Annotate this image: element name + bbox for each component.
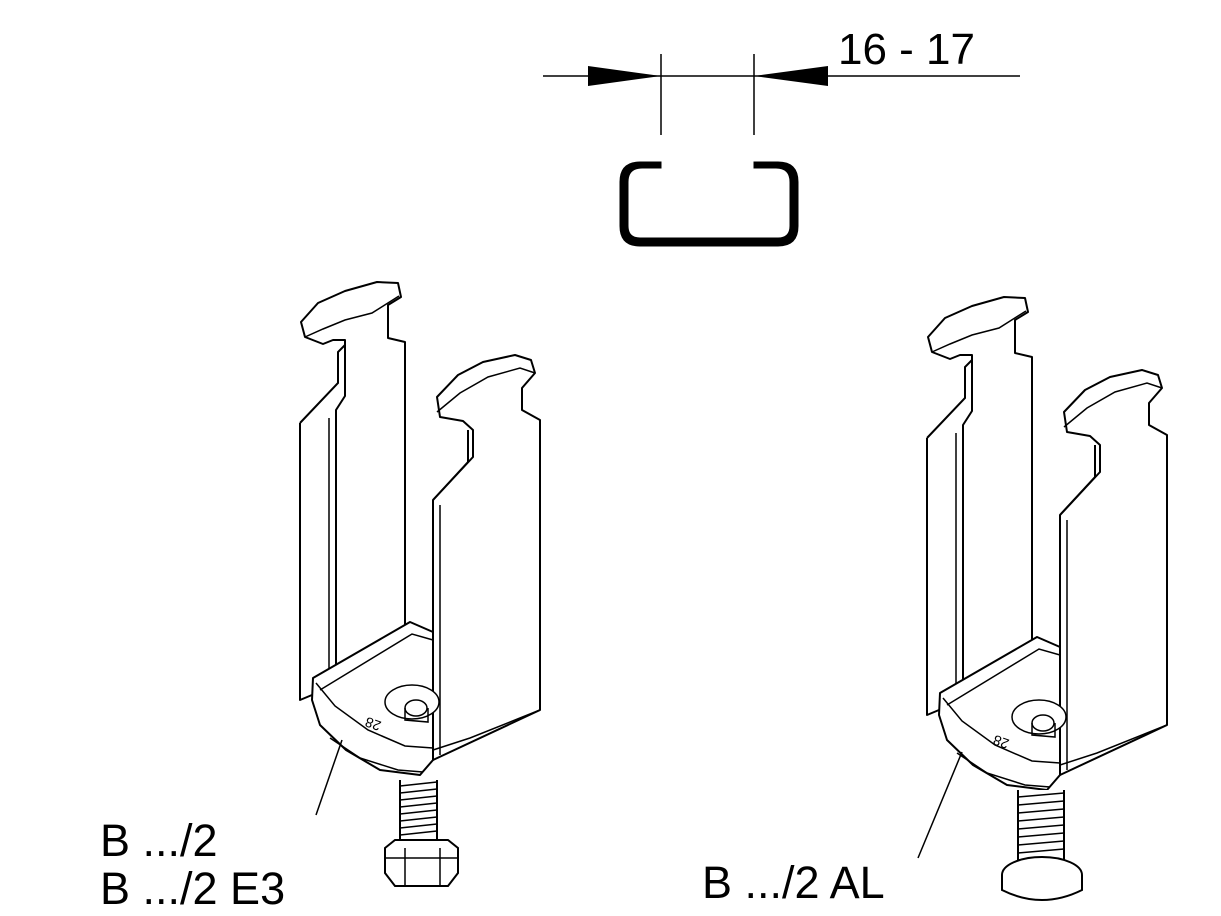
label-right: B .../2 AL [702,857,885,908]
dimension-label: 16 - 17 [838,25,975,74]
dimension-annotation [543,54,1020,135]
c-profile-section [619,161,799,247]
hex-nut [384,839,459,887]
cable-clamp-right [926,296,1168,791]
part-marking-right: 28 [991,732,1011,752]
cable-clamp-left [299,281,541,887]
label-left-line-2: B .../2 E3 [100,863,286,914]
part-marking-left: 28 [363,714,383,734]
label-left-line-1: B .../2 [100,815,218,866]
screw-right [917,751,1083,901]
